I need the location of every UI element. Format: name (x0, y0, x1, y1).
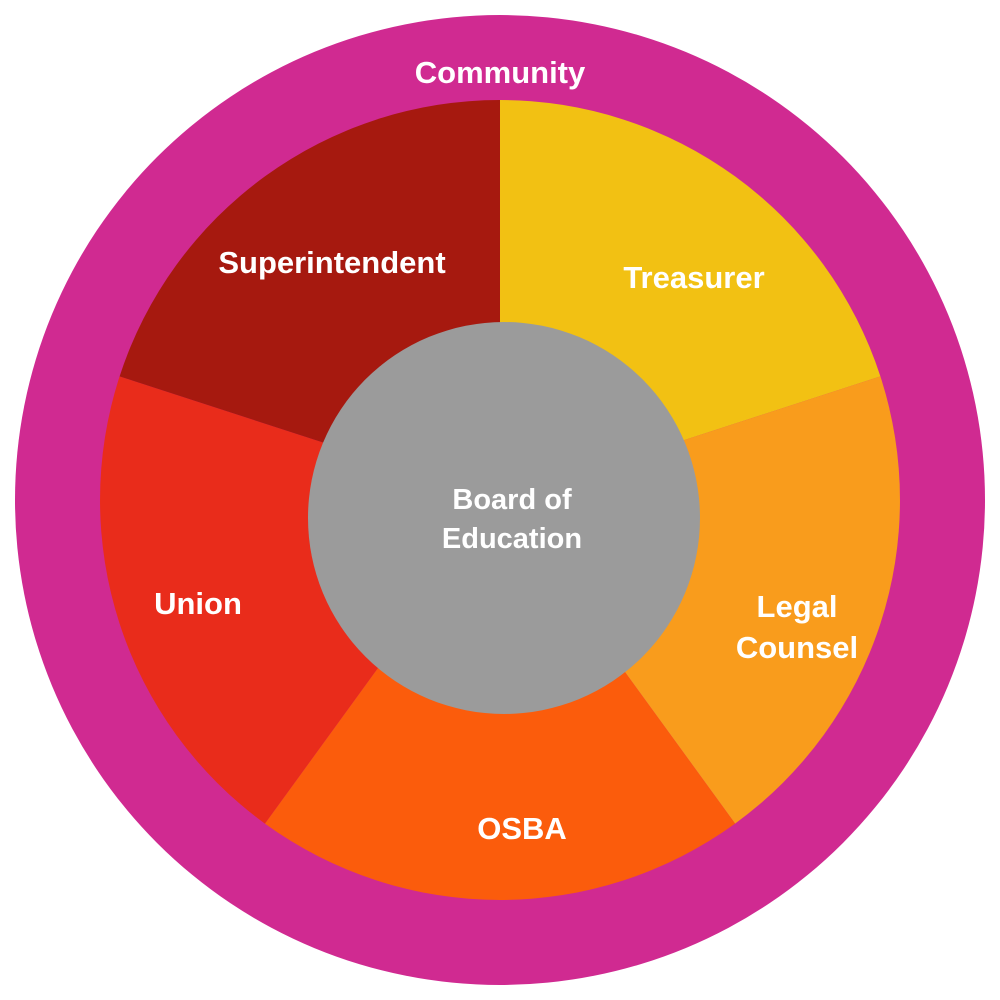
center-label-line1: Board of (452, 484, 572, 516)
legal-counsel-label-line2: Counsel (736, 630, 858, 665)
superintendent-label: Superintendent (218, 245, 445, 280)
center-label-line2: Education (442, 523, 582, 555)
union-label: Union (154, 586, 242, 621)
osba-label: OSBA (477, 811, 567, 846)
community-label: Community (415, 55, 586, 90)
treasurer-label: Treasurer (623, 260, 764, 295)
center-circle (308, 322, 700, 714)
legal-counsel-label-line1: Legal (757, 589, 838, 624)
